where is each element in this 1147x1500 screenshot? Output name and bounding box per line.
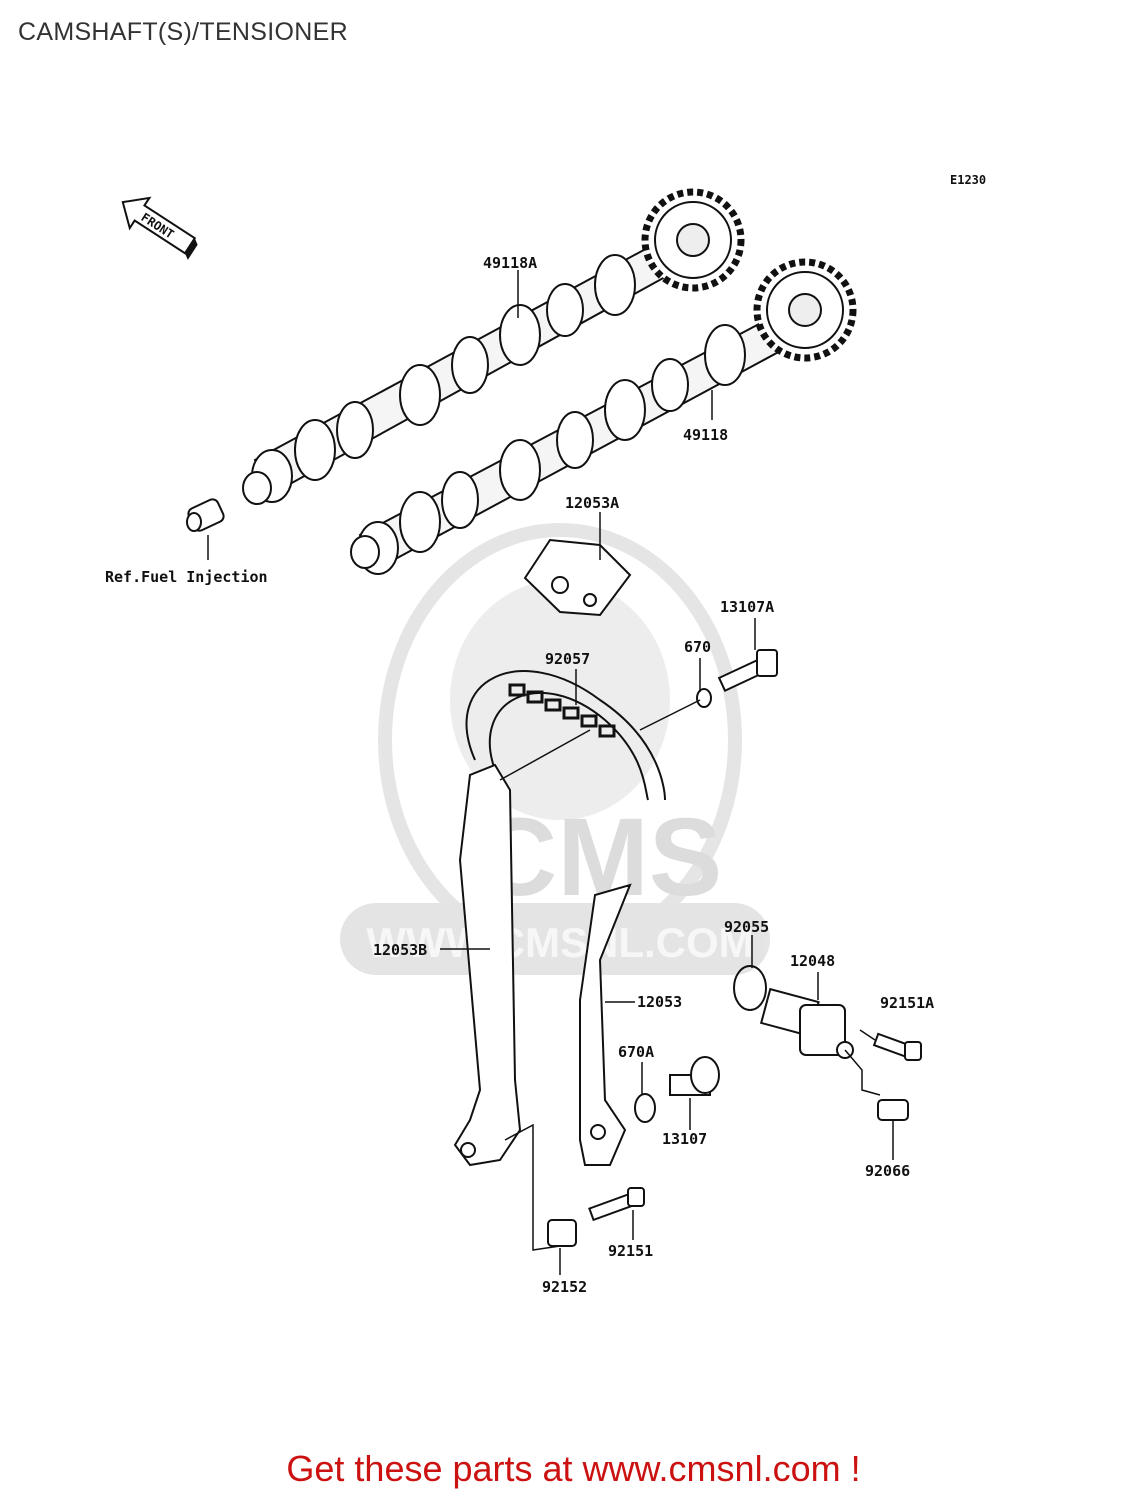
label-92152: 92152 — [542, 1278, 587, 1296]
chain-tensioner-guide — [579, 883, 632, 1166]
watermark-url: WWW.CMSNL.COM — [366, 919, 753, 966]
cam-lobes-b — [357, 324, 746, 575]
chain-guide-front — [453, 763, 522, 1167]
label-12053b: 12053B — [373, 941, 427, 959]
bolt-13107 — [669, 1056, 720, 1096]
o-ring-670a — [634, 1093, 656, 1123]
label-13107a: 13107A — [720, 598, 774, 616]
label-12053a: 12053A — [565, 494, 619, 512]
parts-diagram: CMS WWW.CMSNL.COM FRONT E1230 — [105, 173, 986, 1296]
cam-chain-tensioner — [733, 965, 854, 1059]
footer-cta-link[interactable]: Get these parts at www.cmsnl.com ! — [286, 1448, 861, 1489]
label-ref-fuel-injection: Ref.Fuel Injection — [105, 568, 268, 586]
fuel-injection-fitting — [186, 498, 225, 532]
label-92057: 92057 — [545, 650, 590, 668]
bolt-92151a — [872, 1032, 922, 1061]
bolt-92151 — [588, 1187, 645, 1222]
label-92151a: 92151A — [880, 994, 934, 1012]
cam-sprocket-a — [641, 188, 745, 292]
cam-sprocket-b — [753, 258, 857, 362]
camshaft-exhaust — [350, 258, 857, 575]
part-labels: 49118A 49118 Ref.Fuel Injection 12053A 1… — [105, 254, 934, 1296]
o-ring-670 — [696, 688, 712, 708]
label-12053: 12053 — [637, 993, 682, 1011]
gasket-92055 — [733, 965, 767, 1011]
leader-lines — [207, 270, 894, 1275]
label-12048: 12048 — [790, 952, 835, 970]
label-670: 670 — [684, 638, 711, 656]
label-92055: 92055 — [724, 918, 769, 936]
page-title: CAMSHAFT(S)/TENSIONER — [18, 18, 348, 46]
label-92151: 92151 — [608, 1242, 653, 1260]
bolt-13107a — [717, 649, 778, 692]
chain-guide-top — [523, 538, 632, 617]
diagram-code: E1230 — [950, 173, 986, 187]
label-49118: 49118 — [683, 426, 728, 444]
label-92066: 92066 — [865, 1162, 910, 1180]
label-13107: 13107 — [662, 1130, 707, 1148]
front-direction-icon: FRONT — [121, 196, 198, 260]
plug-92066 — [877, 1099, 909, 1121]
collar-92152 — [547, 1219, 577, 1247]
label-670a: 670A — [618, 1043, 654, 1061]
label-49118a: 49118A — [483, 254, 537, 272]
timing-chain — [465, 670, 666, 801]
camshaft-intake — [242, 188, 745, 505]
